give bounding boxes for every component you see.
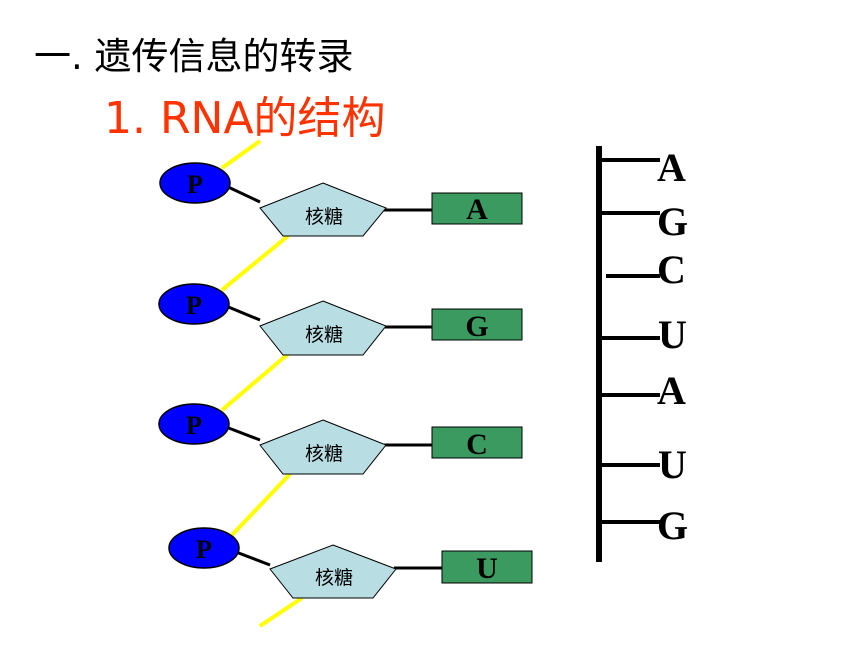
phosphate-group bbox=[168, 527, 240, 569]
base-box bbox=[431, 426, 523, 459]
nucleotide: P 核糖 A bbox=[159, 162, 523, 237]
ribose-pentagon bbox=[259, 182, 387, 237]
backbone-link bbox=[230, 472, 292, 537]
ribose-label: 核糖 bbox=[305, 206, 343, 228]
phosphate-label: P bbox=[186, 411, 202, 440]
ribose-pentagon bbox=[269, 544, 397, 599]
phosphate-group bbox=[159, 162, 231, 204]
nucleotide: P 核糖 C bbox=[158, 403, 523, 475]
backbone-link bbox=[220, 234, 290, 292]
ribose-pentagon bbox=[259, 419, 387, 475]
strand-base-label: A bbox=[657, 145, 686, 190]
strand-base-label: A bbox=[657, 368, 686, 413]
backbone-link bbox=[220, 352, 290, 412]
base-label: A bbox=[466, 193, 488, 226]
ribose-label: 核糖 bbox=[315, 567, 353, 589]
strand-base-label: G bbox=[657, 199, 688, 244]
strand-base-label: C bbox=[657, 247, 686, 292]
phosphate-label: P bbox=[186, 291, 202, 320]
phosphate-label: P bbox=[187, 170, 203, 199]
rna-strand-simplified: A G C U A U G bbox=[596, 145, 688, 562]
base-box bbox=[441, 550, 533, 584]
base-label: C bbox=[466, 428, 488, 461]
base-box bbox=[431, 192, 523, 225]
nucleotide: P 核糖 G bbox=[158, 283, 523, 356]
ribose-label: 核糖 bbox=[305, 443, 343, 465]
phosphate-group bbox=[158, 403, 230, 445]
strand-base-label: U bbox=[658, 442, 687, 487]
slide-title: 一. 遗传信息的转录 bbox=[34, 35, 354, 78]
backbone-links bbox=[220, 139, 304, 628]
base-label: G bbox=[465, 310, 488, 343]
base-box bbox=[431, 308, 523, 341]
nucleotide: P 核糖 U bbox=[168, 527, 533, 599]
p-sugar-bond bbox=[225, 304, 261, 322]
backbone-link bbox=[258, 596, 304, 628]
slide-subtitle: 1. RNA的结构 bbox=[104, 93, 386, 144]
ribose-label: 核糖 bbox=[305, 324, 343, 346]
strand-base-label: G bbox=[657, 503, 688, 548]
phosphate-group bbox=[158, 283, 230, 325]
base-label: U bbox=[476, 552, 498, 585]
phosphate-label: P bbox=[196, 535, 212, 564]
backbone-link bbox=[220, 139, 262, 170]
p-sugar-bond bbox=[235, 550, 271, 567]
p-sugar-bond bbox=[225, 425, 261, 442]
p-sugar-bond bbox=[225, 184, 261, 204]
ribose-pentagon bbox=[259, 300, 387, 356]
strand-base-label: U bbox=[658, 312, 687, 357]
